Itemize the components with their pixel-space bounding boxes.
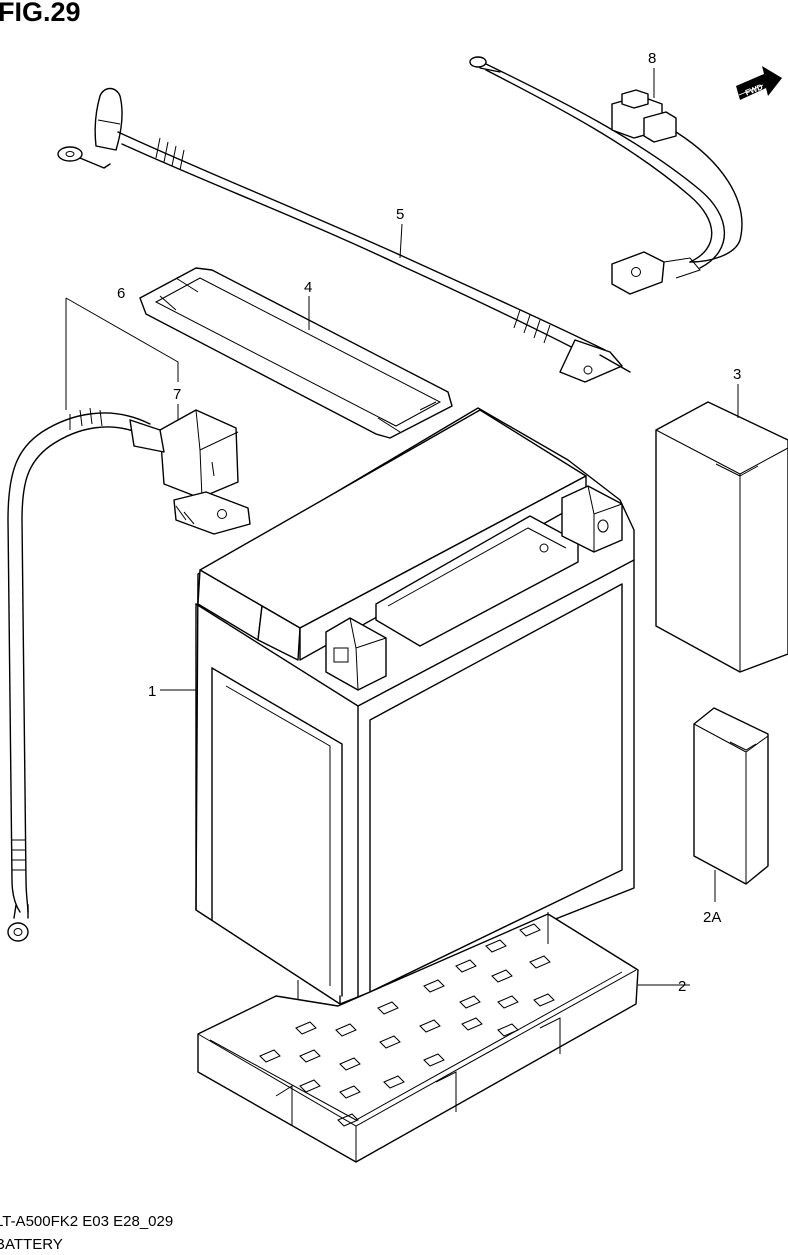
callout-5: 5 bbox=[396, 206, 404, 223]
callout-7: 7 bbox=[173, 386, 181, 403]
callout-2a: 2A bbox=[703, 909, 721, 926]
section-name: BATTERY bbox=[0, 1236, 63, 1253]
fwd-arrow-icon: FWD bbox=[736, 66, 782, 100]
callout-8: 8 bbox=[648, 50, 656, 67]
small-box-drawing bbox=[693, 707, 769, 885]
battery-tray-drawing bbox=[197, 912, 639, 1163]
battery-band-drawing bbox=[139, 267, 453, 439]
leader-lines bbox=[65, 68, 739, 986]
model-code: LT-A500FK2 E03 E28_029 bbox=[0, 1213, 174, 1230]
callout-6: 6 bbox=[117, 285, 125, 302]
sub-harness-drawing bbox=[469, 56, 743, 295]
callout-4: 4 bbox=[304, 279, 312, 296]
callout-1: 1 bbox=[148, 683, 156, 700]
callout-3: 3 bbox=[733, 366, 741, 383]
negative-cable-drawing bbox=[7, 407, 251, 942]
figure-title: FIG.29 bbox=[0, 0, 81, 27]
callout-2: 2 bbox=[678, 978, 686, 995]
electrolyte-box-drawing bbox=[655, 401, 788, 673]
battery-drawing bbox=[195, 407, 635, 1005]
